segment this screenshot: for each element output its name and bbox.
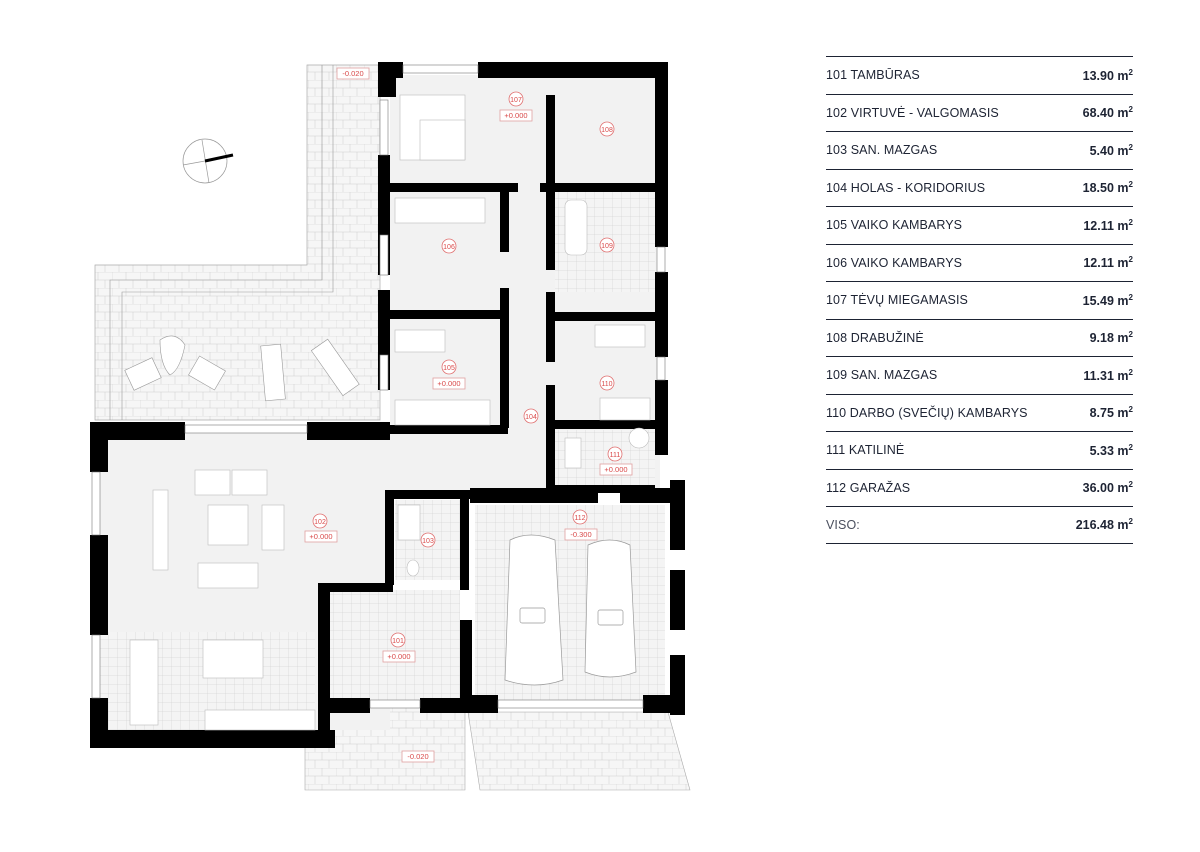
svg-text:101: 101 [392,638,404,645]
svg-text:+0.000: +0.000 [504,111,527,120]
room-area: 13.90 m2 [1082,67,1133,83]
svg-text:-0.300: -0.300 [570,530,591,539]
room-name: 101 TAMBŪRAS [826,68,920,83]
windows [91,64,666,709]
svg-text:+0.000: +0.000 [387,652,410,661]
svg-text:110: 110 [601,381,612,388]
legend-row-102: 102 VIRTUVĖ - VALGOMASIS 68.40 m2 [826,93,1133,132]
level-107: +0.000 [499,109,533,122]
legend-row-101: 101 TAMBŪRAS 13.90 m2 [826,56,1133,94]
floor-plan: 101 102 103 104 105 106 107 108 109 110 … [90,62,691,791]
room-name: 105 VAIKO KAMBARYS [826,218,963,233]
svg-text:103: 103 [422,538,434,545]
total-label: VISO: [826,517,860,532]
room-label-101: 101 [390,632,406,648]
room-label-103: 103 [420,532,436,548]
walls [90,62,685,748]
svg-text:102: 102 [314,519,326,526]
svg-text:105: 105 [443,365,455,372]
room-label-109: 109 [599,237,615,253]
svg-text:+0.000: +0.000 [309,532,332,541]
svg-text:108: 108 [601,127,613,134]
room-name: 110 DARBO (SVEČIŲ) KAMBARYS [826,405,1028,420]
legend-row-108: 108 DRABUŽINĖ 9.18 m2 [826,318,1133,357]
legend-row-110: 110 DARBO (SVEČIŲ) KAMBARYS 8.75 m2 [826,393,1133,432]
room-area: 68.40 m2 [1082,105,1133,121]
north-compass-icon [182,138,234,184]
cars [504,534,637,686]
legend-row-107: 107 TĖVŲ MIEGAMASIS 15.49 m2 [826,281,1133,319]
legend-row-111: 111 KATILINĖ 5.33 m2 [826,431,1133,469]
room-name: 111 KATILINĖ [826,443,905,458]
room-name: 107 TĖVŲ MIEGAMASIS [826,293,968,308]
level-105: +0.000 [432,377,466,390]
room-label-102: 102 [312,513,328,529]
svg-text:-0.020: -0.020 [342,69,363,78]
room-label-108: 108 [599,121,615,137]
svg-text:109: 109 [601,243,613,250]
room-area: 18.50 m2 [1082,180,1133,196]
room-name: 103 SAN. MAZGAS [826,143,938,158]
level-entrance: -0.020 [401,750,435,763]
svg-text:+0.000: +0.000 [437,379,460,388]
room-label-104: 104 [523,408,539,424]
room-area: 5.40 m2 [1089,142,1133,158]
room-area: 9.18 m2 [1089,330,1133,346]
room-label-106: 106 [441,238,457,254]
driveway-paving [467,711,691,791]
room-name: 102 VIRTUVĖ - VALGOMASIS [826,105,999,120]
legend-row-103: 103 SAN. MAZGAS 5.40 m2 [826,131,1133,169]
room-area: 12.11 m2 [1083,255,1133,271]
room-label-112: 112 [572,509,588,525]
room-area: 11.31 m2 [1083,367,1133,383]
room-area: 5.33 m2 [1089,442,1133,458]
legend-row-104: 104 HOLAS - KORIDORIUS 18.50 m2 [826,168,1133,207]
level-102: +0.000 [304,530,338,543]
level-markers: -0.020 +0.000 +0.000 +0.000 +0.000 -0.30… [304,67,633,763]
room-area: 36.00 m2 [1082,480,1133,496]
room-label-105: 105 [441,359,457,375]
room-label-110: 110 [599,375,615,391]
room-name: 106 VAIKO KAMBARYS [826,255,963,270]
level-112: -0.300 [564,528,598,541]
svg-text:112: 112 [574,515,585,522]
furniture [129,94,651,731]
level-101: +0.000 [382,650,416,663]
svg-text:-0.020: -0.020 [407,752,428,761]
room-area: 15.49 m2 [1082,292,1133,308]
room-label-107: 107 [508,91,524,107]
room-label-111: 111 [607,446,623,462]
level-111: +0.000 [599,463,633,476]
room-name: 112 GARAŽAS [826,480,911,495]
legend-row-105: 105 VAIKO KAMBARYS 12.11 m2 [826,206,1133,244]
room-name: 109 SAN. MAZGAS [826,368,938,383]
svg-text:111: 111 [610,452,621,459]
total-area: 216.48 m2 [1075,517,1133,533]
room-area: 12.11 m2 [1083,217,1133,233]
terrace-furniture [124,335,360,402]
level-terrace: -0.020 [336,67,370,80]
room-area: 8.75 m2 [1089,405,1133,421]
room-name: 108 DRABUŽINĖ [826,330,924,345]
legend-row-106: 106 VAIKO KAMBARYS 12.11 m2 [826,243,1133,282]
legend-row-112: 112 GARAŽAS 36.00 m2 [826,468,1133,507]
svg-text:104: 104 [525,414,537,421]
svg-text:106: 106 [443,244,455,251]
room-name: 104 HOLAS - KORIDORIUS [826,180,986,195]
svg-text:+0.000: +0.000 [604,465,627,474]
legend-row-total: VISO: 216.48 m2 [826,506,1133,544]
room-labels: 101 102 103 104 105 106 107 108 109 110 … [312,91,623,648]
svg-text:107: 107 [510,97,522,104]
legend-row-109: 109 SAN. MAZGAS 11.31 m2 [826,356,1133,394]
room-area-legend: 101 TAMBŪRAS 13.90 m2 102 VIRTUVĖ - VALG… [826,56,1133,544]
